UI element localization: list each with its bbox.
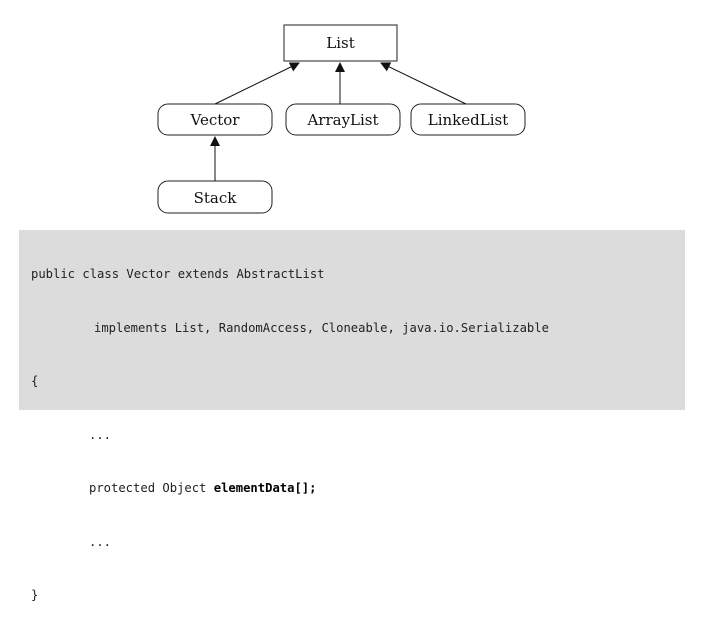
code-line-5: protected Object elementData[]; xyxy=(31,476,685,502)
node-arraylist: ArrayList xyxy=(285,103,401,136)
arrow-linkedlist-to-list xyxy=(380,62,467,105)
code-line-2: implements List, RandomAccess, Cloneable… xyxy=(94,320,549,335)
node-linkedlist-label: LinkedList xyxy=(428,111,508,129)
node-linkedlist: LinkedList xyxy=(410,103,526,136)
code-line-5-bold: elementData[]; xyxy=(213,481,317,495)
code-line-5-text: protected Object xyxy=(89,481,214,495)
node-stack-label: Stack xyxy=(194,189,238,207)
node-vector: Vector xyxy=(157,103,273,136)
node-list-label: List xyxy=(326,34,354,52)
arrow-vector-to-list xyxy=(214,62,300,105)
node-list: List xyxy=(283,24,398,62)
class-hierarchy-diagram: List Vector ArrayList LinkedList Stack xyxy=(157,24,526,214)
node-stack: Stack xyxy=(157,180,273,214)
code-line-1: public class Vector extends AbstractList xyxy=(31,267,325,281)
code-line-6: ... xyxy=(89,534,112,549)
code-line-7: } xyxy=(31,588,39,602)
node-vector-label: Vector xyxy=(190,111,241,129)
node-arraylist-label: ArrayList xyxy=(306,111,378,129)
code-line-4: ... xyxy=(89,427,112,442)
code-line-3: { xyxy=(31,374,39,388)
code-listing: public class Vector extends AbstractList… xyxy=(19,230,685,602)
